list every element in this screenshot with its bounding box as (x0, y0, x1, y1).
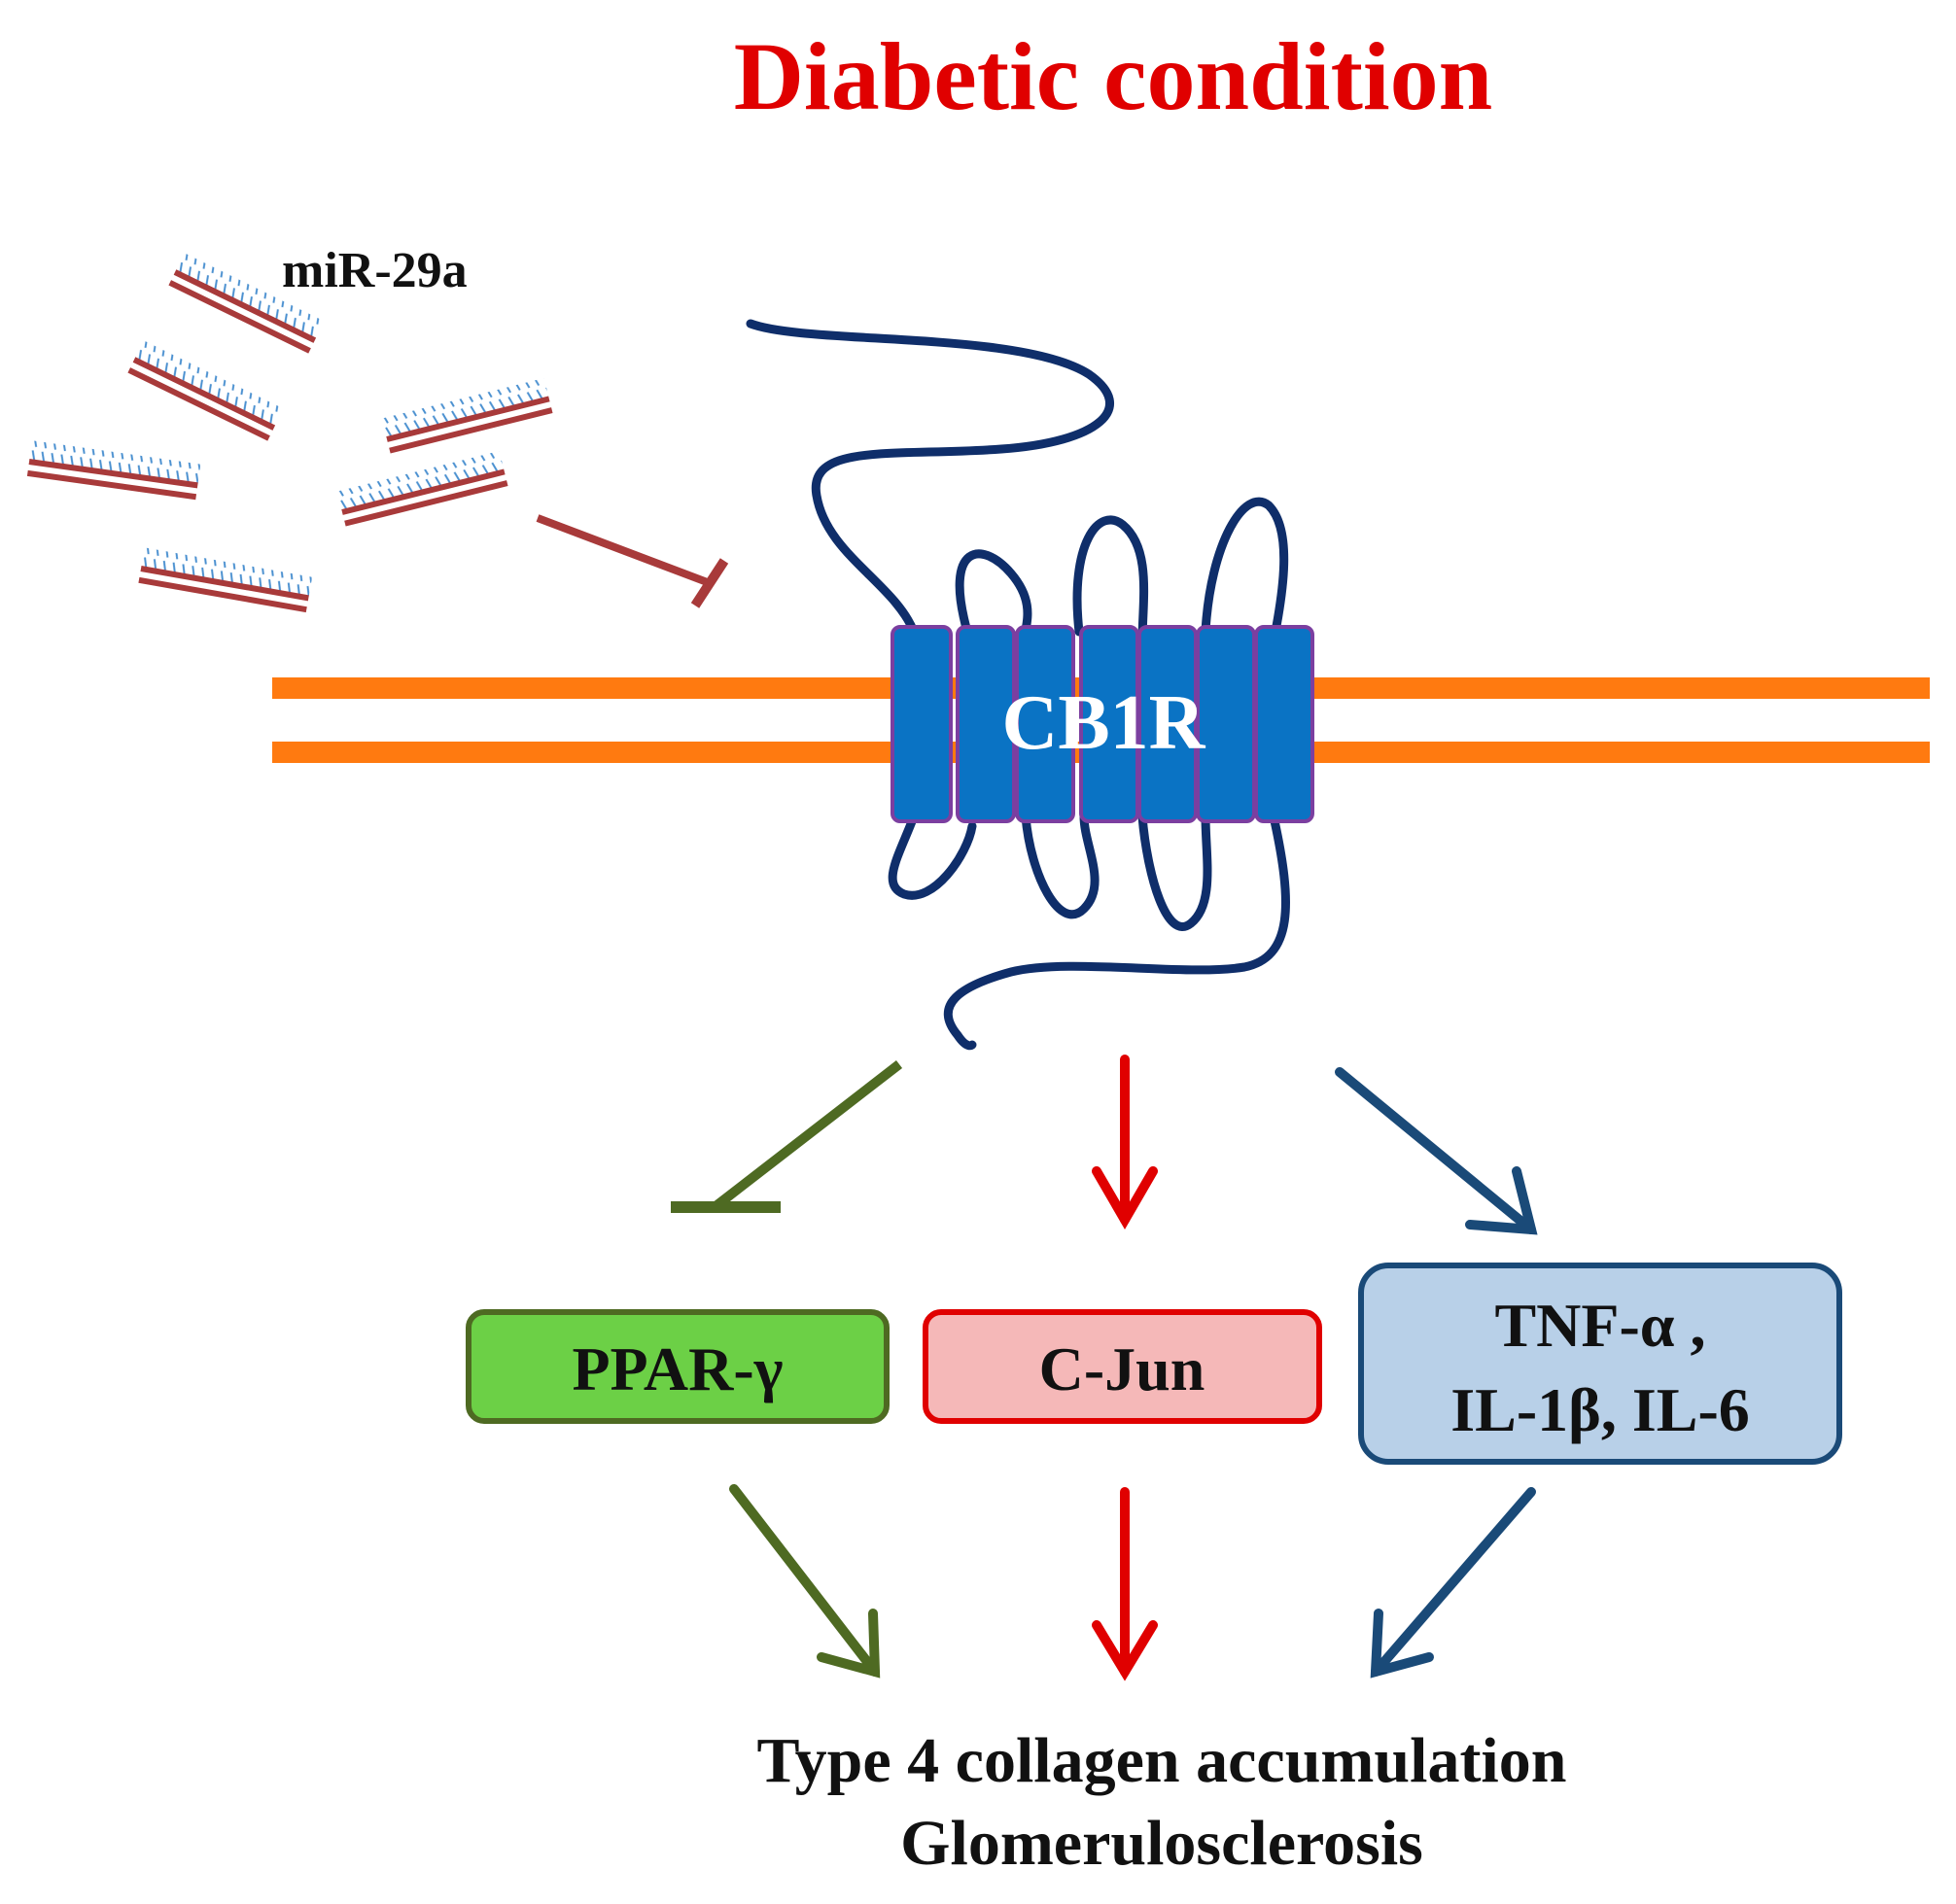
outcome-line-1: Type 4 collagen accumulation (757, 1725, 1567, 1796)
ppar-outcome-arrow (729, 1484, 881, 1679)
cjun-activation-arrow (1092, 1055, 1158, 1229)
ppar-label: PPAR-γ (572, 1334, 783, 1403)
tm-segment (891, 625, 953, 823)
ppar-box: PPAR-γ (466, 1309, 890, 1424)
outcome-line-2: Glomerulosclerosis (900, 1808, 1423, 1879)
cytokines-label-line2: IL-1β, IL-6 (1450, 1375, 1750, 1444)
mirna-inhibition-arrow (536, 514, 729, 608)
mirna-strand (138, 547, 313, 613)
tm-segment (1015, 625, 1075, 823)
cytokine-activation-arrow (1335, 1067, 1538, 1235)
cjun-outcome-arrow (1092, 1487, 1158, 1681)
mirna-strand (26, 440, 201, 501)
mirna-strand (127, 340, 284, 441)
ppar-inhibition-arrow (671, 1060, 903, 1213)
cjun-box: C-Jun (923, 1309, 1322, 1424)
tm-segment (1254, 625, 1314, 823)
mirna-strand (381, 378, 553, 454)
tm-segment (1196, 625, 1256, 823)
cjun-label: C-Jun (1039, 1334, 1205, 1403)
mirna-strands (26, 253, 553, 613)
cytokines-box: TNF-α , IL-1β, IL-6 (1358, 1263, 1842, 1465)
cytokine-outcome-arrow (1370, 1487, 1536, 1679)
mirna-strand (168, 253, 325, 354)
cb1r-receptor: CB1R (891, 625, 1314, 823)
mirna-label: miR-29a (282, 243, 468, 298)
tm-segment (956, 625, 1016, 823)
mirna-strand (336, 451, 508, 527)
diagram-title: Diabetic condition (734, 22, 1493, 130)
receptor-label: CB1R (1002, 680, 1206, 766)
cytokines-label-line1: TNF-α , (1494, 1291, 1705, 1360)
